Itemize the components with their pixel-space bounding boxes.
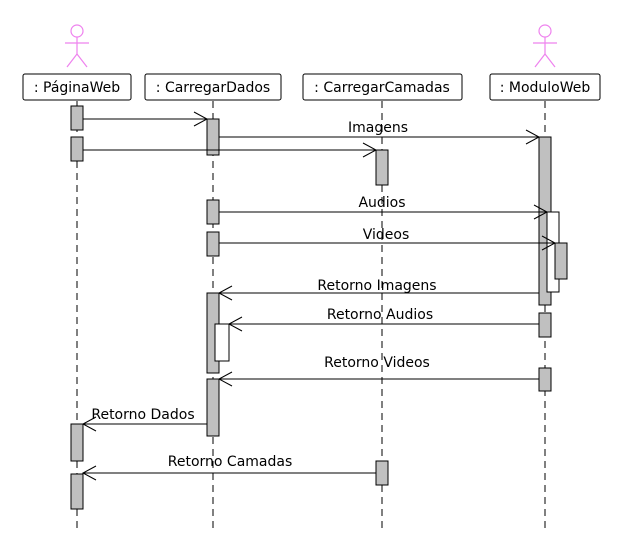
message-imagens: Imagens (219, 120, 541, 145)
participant-carregarcamadas: : CarregarCamadas (302, 73, 463, 101)
activation-bar-nested (214, 323, 230, 362)
activation-bar (206, 378, 220, 437)
activation-bar (375, 149, 389, 186)
message-retorno-dados-label: Retorno Dados (91, 407, 194, 423)
message-imagens-label: Imagens (348, 120, 408, 136)
message-audios-label: Audios (358, 195, 405, 211)
activation-bar (206, 231, 220, 257)
message-retorno-imagens: Retorno Imagens (217, 278, 539, 301)
activation-bar (70, 423, 84, 462)
participant-paginaweb: : PáginaWeb (22, 73, 132, 101)
message-pagina-to-carregarcamadas (83, 142, 378, 158)
activations (70, 105, 568, 510)
participant-carregardados: : CarregarDados (144, 73, 282, 101)
message-audios: Audios (219, 195, 549, 220)
message-videos-label: Videos (363, 227, 410, 243)
message-retorno-audios: Retorno Audios (227, 307, 539, 332)
activation-bar-nested (554, 242, 568, 280)
activation-bar (70, 105, 84, 131)
actor-paginaweb-icon (65, 24, 89, 68)
message-videos: Videos (219, 227, 557, 251)
message-pagina-to-carregardados (83, 111, 209, 127)
activation-bar (206, 199, 220, 225)
message-retorno-camadas-label: Retorno Camadas (168, 454, 293, 470)
message-retorno-videos-label: Retorno Videos (324, 355, 430, 371)
participant-paginaweb-label: : PáginaWeb (34, 80, 120, 96)
participant-carregardados-label: : CarregarDados (156, 80, 270, 96)
activation-bar (70, 136, 84, 162)
message-retorno-audios-label: Retorno Audios (327, 307, 433, 323)
message-retorno-dados: Retorno Dados (81, 407, 207, 432)
activation-bar (538, 367, 552, 392)
participant-moduloweb-label: : ModuloWeb (500, 80, 591, 96)
message-retorno-camadas: Retorno Camadas (81, 454, 376, 481)
message-retorno-videos: Retorno Videos (217, 355, 539, 387)
activation-bar (375, 460, 389, 486)
participant-carregarcamadas-label: : CarregarCamadas (314, 80, 450, 96)
actor-moduloweb-icon (533, 24, 557, 68)
message-retorno-imagens-label: Retorno Imagens (317, 278, 436, 294)
activation-bar (70, 473, 84, 510)
participant-moduloweb: : ModuloWeb (489, 73, 601, 101)
activation-bar (538, 312, 552, 338)
